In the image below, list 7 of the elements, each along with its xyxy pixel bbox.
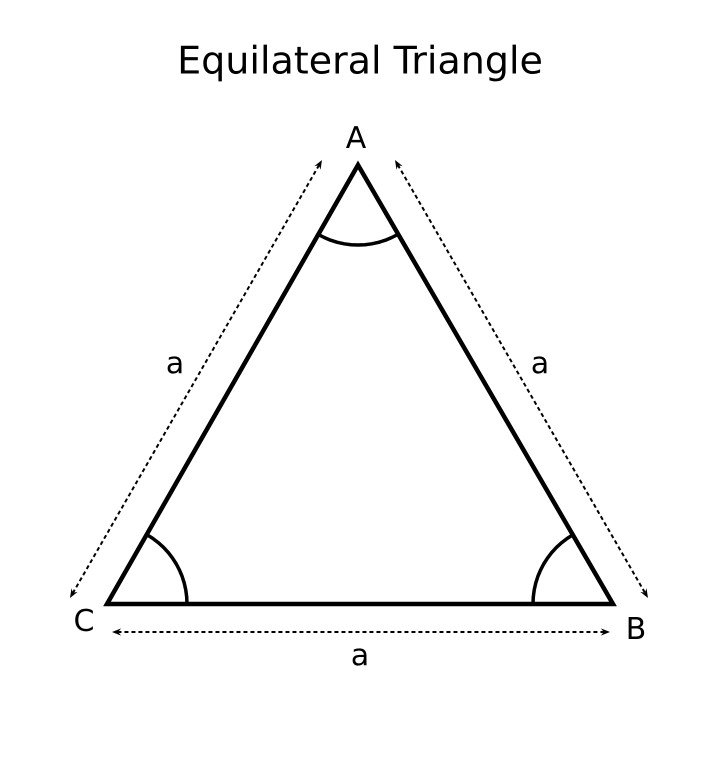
title: Equilateral Triangle: [180, 44, 541, 82]
side-label: a: [528, 354, 552, 376]
side-label: a: [348, 646, 372, 668]
vertex-label: A: [344, 124, 368, 150]
vertex-label: B: [624, 615, 648, 641]
vertex-label: C: [72, 606, 96, 634]
side-label: a: [164, 354, 186, 376]
